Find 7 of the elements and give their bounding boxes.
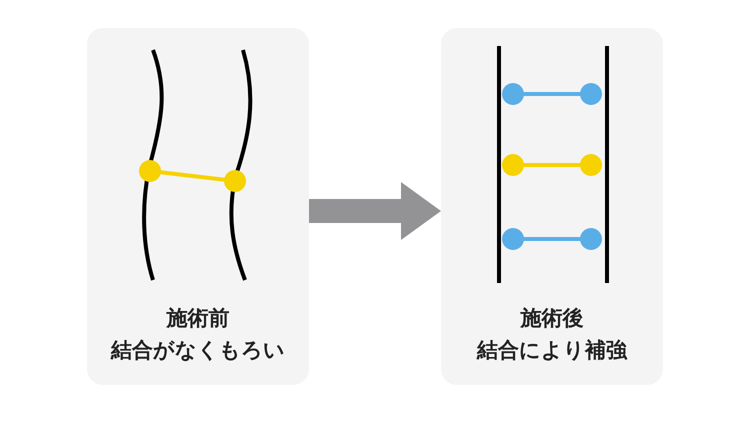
arrow <box>309 182 441 240</box>
panel-card <box>441 28 663 385</box>
panel-card <box>87 28 309 385</box>
panel-caption: 結合により補強 <box>476 337 628 364</box>
panel-heading: 施術後 <box>519 305 584 332</box>
panel-caption: 結合がなくもろい <box>110 337 286 364</box>
panel-heading: 施術前 <box>165 305 230 332</box>
